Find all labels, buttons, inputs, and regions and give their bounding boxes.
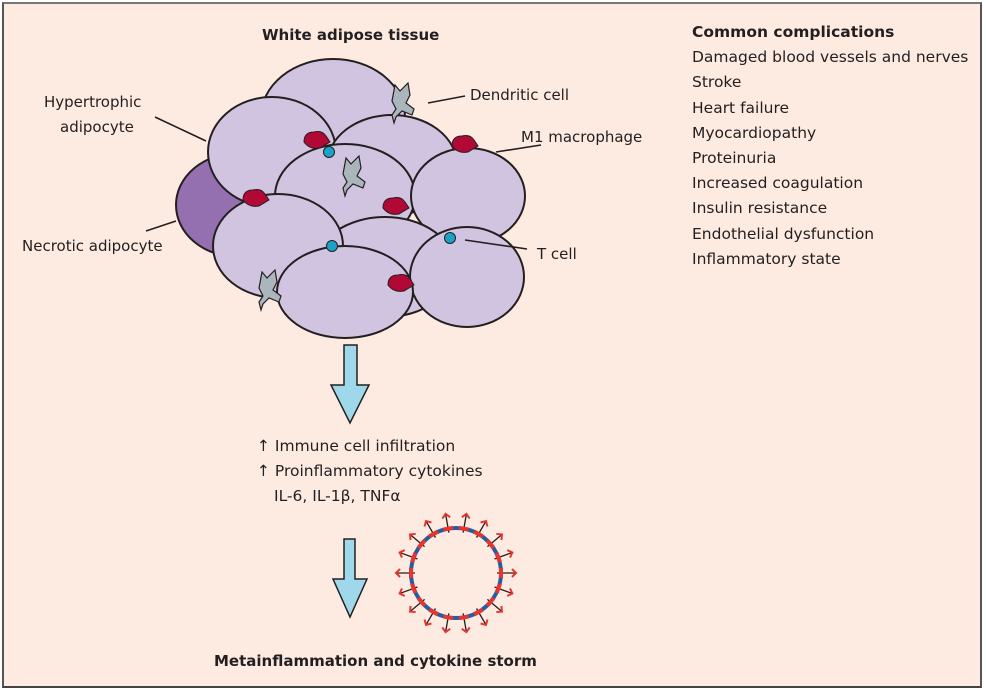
effect-immune-infiltration: ↑ Immune cell infiltration	[257, 437, 456, 455]
receptor-bar	[473, 529, 484, 539]
receptor-tip	[423, 519, 432, 527]
receptor-bar	[416, 538, 427, 550]
tcell-label: T cell	[536, 245, 577, 263]
complication-item: Increased coagulation	[692, 174, 864, 193]
receptor-tip	[408, 605, 416, 614]
complications-list: Common complications Damaged blood vesse…	[692, 20, 968, 272]
macrophage-icon	[242, 189, 270, 207]
diagram-title: White adipose tissue	[262, 26, 439, 44]
receptor-tip	[506, 549, 514, 559]
t-cells	[323, 146, 456, 252]
necrotic-label: Necrotic adipocyte	[22, 237, 163, 255]
receptor-tip	[461, 626, 471, 634]
t-cell-icon	[323, 146, 335, 158]
receptor-tip	[398, 587, 406, 597]
receptor-bar	[410, 552, 418, 563]
receptor-tip	[394, 568, 401, 578]
conclusion-text: Metainflammation and cytokine storm	[214, 652, 537, 670]
hypertrophic-label-2: adipocyte	[60, 118, 134, 136]
adipocyte	[276, 245, 414, 339]
receptor-bar	[410, 583, 418, 594]
receptor-bar	[416, 596, 427, 608]
complication-item: Endothelial dysfunction	[692, 224, 875, 243]
receptor-tip	[480, 519, 489, 527]
complication-item: Insulin resistance	[692, 199, 828, 218]
receptor-tip	[496, 605, 504, 614]
receptor-bar	[442, 614, 454, 621]
complication-item: Proteinuria	[692, 149, 777, 168]
effects-text: ↑ Immune cell infiltration ↑ Proinflamma…	[257, 434, 483, 509]
receptor-tip	[441, 512, 451, 520]
receptor-tip	[511, 568, 518, 578]
adipocyte	[409, 226, 525, 328]
complication-item: Heart failure	[692, 98, 790, 117]
down-arrow-icon	[331, 538, 369, 619]
t-cell-icon	[326, 240, 338, 252]
receptor-bar	[494, 583, 502, 594]
cytokine-particle-icon	[394, 512, 518, 634]
receptor-bar	[458, 525, 470, 532]
receptor-tip	[441, 626, 451, 634]
effect-cytokines: ↑ Proinflammatory cytokines	[257, 462, 483, 480]
receptor-tip	[480, 619, 489, 627]
receptor-tip	[408, 532, 416, 541]
adipocyte-cluster	[207, 58, 526, 339]
receptor-bar	[442, 525, 454, 532]
receptor-tip	[506, 587, 514, 597]
effect-cytokine-list: IL-6, IL-1β, TNFα	[274, 487, 401, 505]
down-arrow-icon	[329, 344, 371, 425]
receptor-bar	[473, 607, 484, 617]
complication-item: Inflammatory state	[692, 249, 841, 268]
hypertrophic-label: Hypertrophic	[44, 93, 141, 111]
receptor-bar	[428, 529, 439, 539]
macrophage-icon	[387, 274, 415, 292]
complication-item: Damaged blood vessels and nerves	[692, 48, 969, 67]
receptor-bar	[485, 538, 496, 550]
dendritic-cell-icon	[258, 268, 282, 313]
receptor-tip	[461, 512, 471, 520]
complication-item: Stroke	[692, 73, 742, 92]
dendritic-cell-icon	[391, 81, 415, 126]
receptor-bar	[485, 596, 496, 608]
receptor-bar	[494, 552, 502, 563]
m1-label: M1 macrophage	[521, 128, 642, 146]
complications-title: Common complications	[692, 23, 895, 41]
t-cell-icon	[444, 232, 456, 244]
receptor-tip	[423, 619, 432, 627]
leader-lines	[145, 95, 542, 250]
receptor-tip	[398, 549, 406, 559]
dendritic-cells	[258, 81, 415, 313]
m1-macrophages	[242, 131, 479, 292]
complication-item: Myocardiopathy	[692, 123, 817, 142]
dendritic-cell-icon	[342, 154, 366, 199]
macrophage-icon	[382, 197, 410, 215]
receptor-bar	[428, 607, 439, 617]
receptor-tip	[496, 532, 504, 541]
receptor-bar	[458, 614, 470, 621]
macrophage-icon	[451, 135, 479, 153]
macrophage-icon	[303, 131, 331, 149]
dendritic-label: Dendritic cell	[470, 86, 569, 104]
